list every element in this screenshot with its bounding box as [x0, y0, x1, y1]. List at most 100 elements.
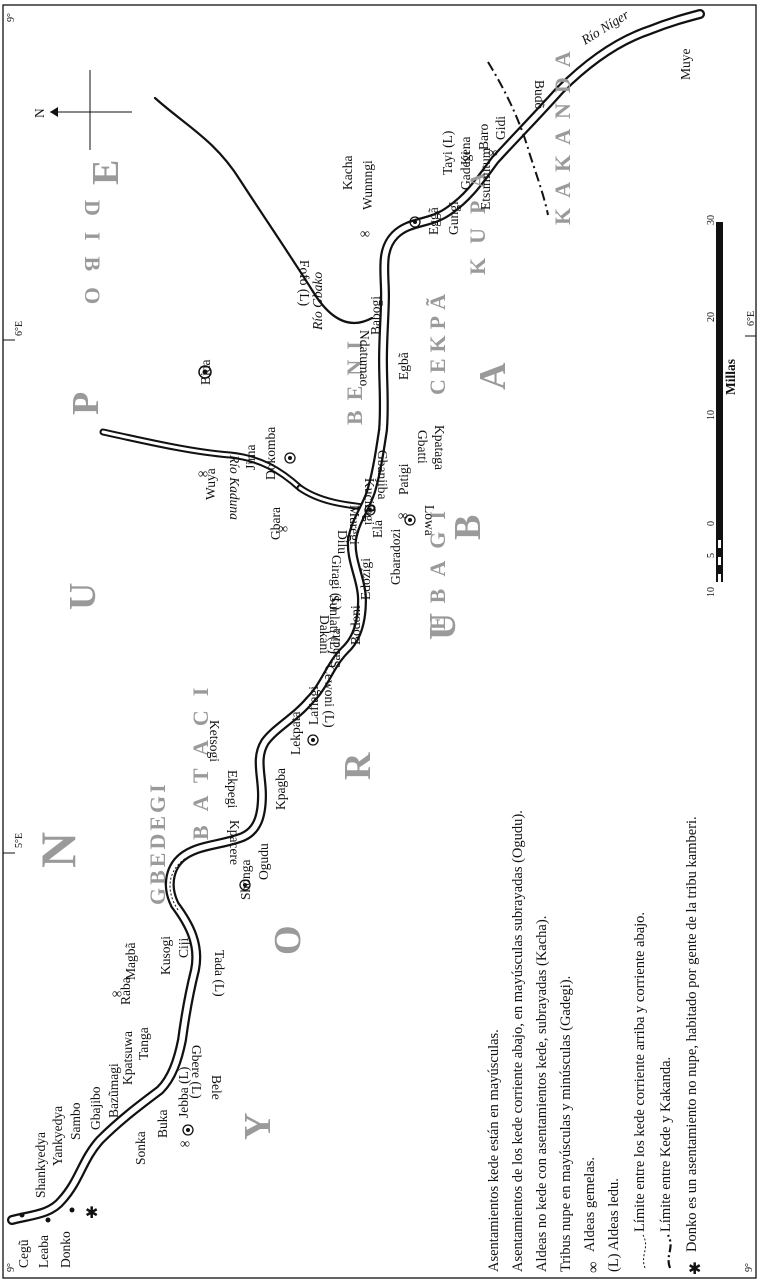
legend-dashdot-line-icon — [667, 1234, 672, 1269]
legend-line-1: Asentamientos kede están en mayúsculas. — [486, 1029, 502, 1272]
legend: Asentamientos kede están en mayúsculas. … — [486, 810, 701, 1278]
label-gadegi: Gadegi — [458, 151, 473, 190]
legend-line-8: Límite entre Kede y Kakanda. — [658, 1057, 674, 1232]
label-kusogi: Kusogi — [158, 936, 173, 975]
graticule: 5°E 6°E 6°E 9° 9° 9° — [3, 13, 757, 1272]
scale-tick-30: 30 — [706, 215, 717, 225]
legend-line-4: Tribus nupe en mayúsculas y minúsculas (… — [558, 976, 574, 1272]
label-bele: Bele — [209, 1075, 224, 1100]
label-5e-top: 5°E — [14, 833, 25, 848]
tribe-yoruba-r: R — [337, 752, 379, 780]
label-gbajibo: Gbajibo — [88, 1086, 103, 1130]
bida-town-icon — [198, 365, 212, 379]
kacha-twin-icon: ∞ — [360, 227, 370, 242]
label-raba: Raba — [118, 977, 133, 1005]
label-ela: Ela — [370, 520, 385, 538]
label-gbaradozi: Gbaradozi — [388, 529, 403, 585]
label-ekpegi: Ekpegi — [225, 770, 240, 808]
scale-tick-0: 0 — [706, 521, 717, 526]
label-ogudu: Ogudu — [256, 843, 271, 880]
label-shankyedya: Shankyedya — [33, 1132, 48, 1198]
label-gbere: Gbere (L) — [189, 1045, 204, 1099]
muregi-town-icon — [364, 504, 376, 516]
label-dilu: Dilu — [335, 530, 350, 554]
jebba-twin-icon: ∞ — [180, 1137, 190, 1152]
tribe-nupe-u: U — [62, 583, 104, 610]
tributaries — [99, 96, 376, 512]
dot-donko — [69, 1207, 75, 1213]
tribe-nupe-n: N — [30, 832, 86, 868]
tribe-yoruba-y: Y — [237, 1113, 279, 1140]
label-gbatti: Gbatti — [415, 430, 430, 464]
town-symbols: ∞ ∞ ∞ ∞ ∞ ∞ ∞ — [112, 146, 498, 1152]
dot-leaba — [45, 1217, 51, 1223]
label-baro: Baro — [476, 124, 491, 150]
star-donko-icon: ✱ — [85, 1205, 98, 1222]
lowa-twin-icon: ∞ — [398, 509, 408, 524]
tribe-kakanda: KAKANDA — [550, 41, 575, 225]
label-patigi: Patigi — [396, 463, 411, 495]
scale-tick-10: 10 — [706, 410, 717, 420]
label-jima: Jima — [243, 444, 258, 470]
settlements: Cegũ Leaba Donko ✱ Shankyedya Yankyedya … — [16, 48, 693, 1268]
legend-line-6: (L) Aldeas ledu. — [606, 1178, 622, 1272]
river-gbako — [153, 96, 374, 325]
label-9n-topleft: 9° — [6, 1263, 17, 1272]
tribe-nupe-e: E — [85, 160, 127, 185]
legend-line-5: Aldeas gemelas. — [582, 1157, 598, 1252]
label-wuya: Wuya — [203, 468, 218, 500]
label-dakani: Dakani — [317, 615, 332, 654]
tribe-kupa: KUPA — [465, 158, 490, 275]
north-arrow: N — [32, 70, 132, 150]
boundary-upper-lower-kede — [169, 857, 187, 911]
legend-line-9: Donko es un asentamiento no nupe, habita… — [684, 816, 700, 1252]
label-egga: Eggã — [426, 207, 441, 235]
tribe-nupe-p: P — [65, 392, 107, 415]
legend-line-7: Límite entre los kede corriente arriba y… — [632, 912, 648, 1232]
tribe-yoruba-a: A — [472, 362, 514, 390]
tribe-labels: N U P E Y O R U B A GBEDEGI BATACI BENI … — [30, 41, 575, 1140]
label-edozigi: Edozĩgi — [358, 558, 373, 600]
label-buka: Buka — [155, 1109, 170, 1138]
label-yankyedya: Yankyedya — [50, 1106, 65, 1166]
tribe-beni: BENI — [342, 331, 367, 425]
label-giragi: Giragi (L) — [329, 555, 344, 610]
label-rio-gbako: Río Gbako — [310, 272, 325, 331]
label-kacha: Kacha — [340, 156, 355, 190]
label-6e-bottom: 6°E — [746, 311, 757, 326]
tribe-cekpa: CEKPÃ — [425, 288, 450, 395]
label-donko: Donko — [58, 1231, 73, 1268]
label-sunlati: Sunlati (L) — [327, 595, 342, 654]
label-sonka: Sonka — [133, 1131, 148, 1165]
label-kuciragi: Kuciragi — [362, 478, 377, 525]
boundary-kede-kakanda — [487, 61, 549, 216]
wuya-twin-icon: ∞ — [198, 467, 208, 482]
label-9n-bottomleft: 9° — [744, 1263, 755, 1272]
label-kpagba: Kpagba — [273, 768, 288, 810]
label-tayi: Tayi (L) — [440, 131, 455, 175]
label-jebba: Jebba (L) — [176, 1067, 191, 1118]
label-fofo: Fofo (L) — [297, 260, 312, 306]
dot-cegu — [19, 1212, 25, 1218]
label-ciji: Ciji — [176, 937, 191, 958]
jima-town-icon — [284, 452, 296, 464]
label-ndatumao: Ndatumao — [357, 330, 372, 386]
label-sancita: Sancita — [328, 628, 343, 668]
label-tada: Tada (L) — [212, 950, 227, 997]
label-muregi: Muregi — [347, 505, 362, 545]
tribe-ebagi: EBAGI — [425, 499, 450, 630]
raba-twin-icon: ∞ — [112, 987, 122, 1002]
label-wunnngi: Wunnngi — [360, 160, 375, 210]
label-tanga: Tanga — [136, 1027, 151, 1060]
label-bodoni: Bodoni — [348, 605, 363, 645]
label-lekpata: Lekpata — [288, 712, 303, 755]
map-frame — [2, 4, 757, 1279]
label-babogi: Babogi — [368, 296, 383, 335]
north-label: N — [32, 108, 47, 118]
label-dokomba: Dokomba — [263, 427, 278, 480]
legend-star-icon: ✱ — [688, 1261, 701, 1278]
label-buda: Budõ — [532, 80, 547, 110]
scale-tick-10-neg: 10 — [706, 587, 717, 597]
label-cewoni: Cewoni (L) — [322, 665, 337, 728]
